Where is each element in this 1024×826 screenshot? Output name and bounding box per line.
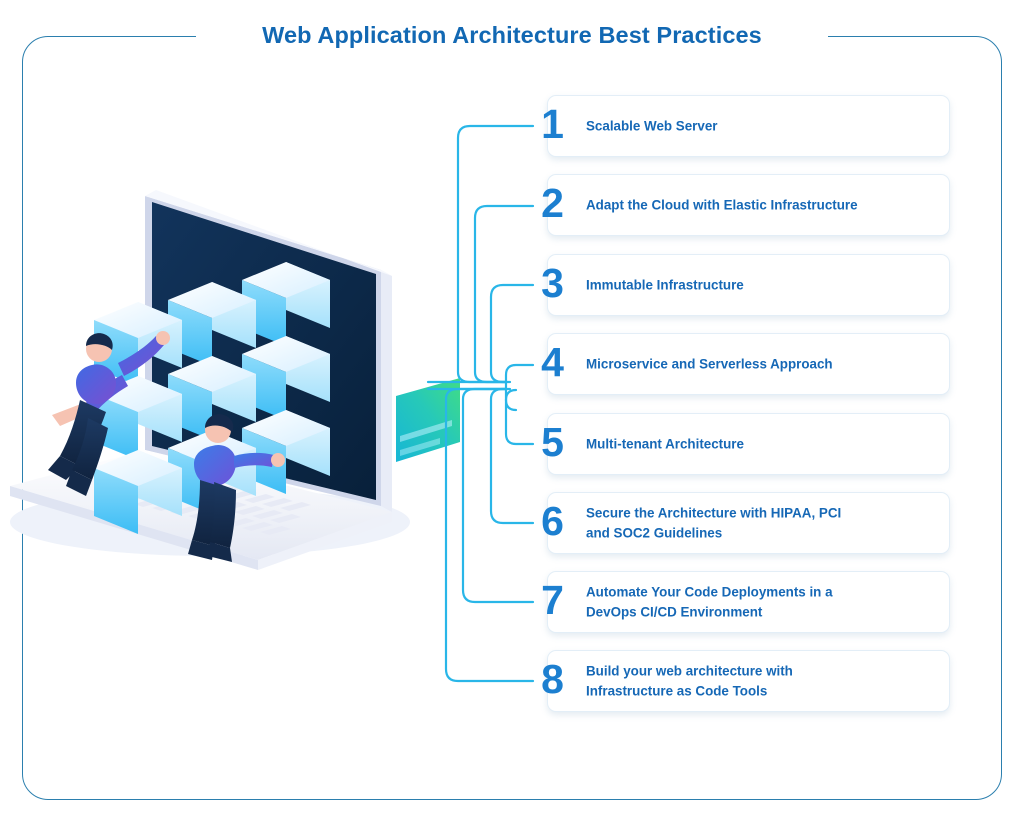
list-item-7-number: 7 xyxy=(541,577,564,623)
wire-item-3 xyxy=(489,283,535,384)
list-item-3[interactable]: Immutable Infrastructure xyxy=(547,254,950,316)
list-item-7-label: Automate Your Code Deployments in a DevO… xyxy=(586,584,833,620)
list-item-3-label: Immutable Infrastructure xyxy=(586,277,744,293)
wire-item-1 xyxy=(456,124,535,384)
list-item-4[interactable]: Microservice and Serverless Approach xyxy=(547,333,950,395)
list-item-5-label: Multi-tenant Architecture xyxy=(586,436,744,452)
list-item-1-label: Scalable Web Server xyxy=(586,118,718,134)
list-item-2-number: 2 xyxy=(541,180,564,226)
list-item-5-number: 5 xyxy=(541,419,564,465)
list-item-2-label: Adapt the Cloud with Elastic Infrastruct… xyxy=(586,197,858,213)
person-right xyxy=(188,414,285,562)
list-item-6-label: Secure the Architecture with HIPAA, PCI … xyxy=(586,505,842,541)
list-item-8[interactable]: Build your web architecture with Infrast… xyxy=(547,650,950,712)
page-title: Web Application Architecture Best Practi… xyxy=(262,22,762,48)
list-item-1[interactable]: Scalable Web Server xyxy=(547,95,950,157)
wire-item-8 xyxy=(444,387,535,683)
wire-item-4 xyxy=(504,363,535,412)
list-item-3-number: 3 xyxy=(541,260,564,306)
list-item-1-number: 1 xyxy=(541,101,564,147)
wire-item-2 xyxy=(473,204,535,384)
list-item-7[interactable]: Automate Your Code Deployments in a DevO… xyxy=(547,571,950,633)
list-item-8-number: 8 xyxy=(541,656,564,702)
frame-title-gap xyxy=(196,22,828,52)
list-item-8-label: Build your web architecture with Infrast… xyxy=(586,663,793,699)
accent-slab xyxy=(396,378,460,462)
list-item-5[interactable]: Multi-tenant Architecture xyxy=(547,413,950,475)
laptop-illustration xyxy=(0,150,470,580)
list-item-6-number: 6 xyxy=(541,498,564,544)
list-item-2[interactable]: Adapt the Cloud with Elastic Infrastruct… xyxy=(547,174,950,236)
wire-item-5 xyxy=(504,388,535,446)
list-item-4-number: 4 xyxy=(541,339,564,385)
list-item-4-label: Microservice and Serverless Approach xyxy=(586,356,833,372)
list-item-6[interactable]: Secure the Architecture with HIPAA, PCI … xyxy=(547,492,950,554)
person-left xyxy=(48,331,170,496)
